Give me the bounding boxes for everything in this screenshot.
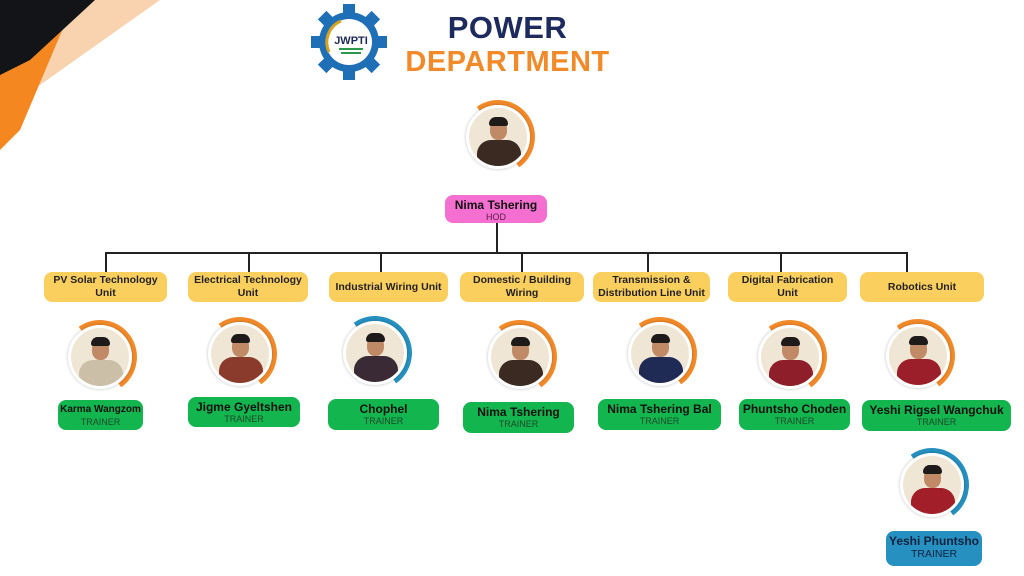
trainer-photo xyxy=(477,314,563,400)
connector-unit xyxy=(380,252,382,272)
portrait xyxy=(466,105,530,169)
portrait-hair xyxy=(651,334,670,343)
portrait-body xyxy=(354,356,398,382)
portrait xyxy=(628,322,692,386)
unit-box: Transmission & Distribution Line Unit xyxy=(593,272,710,302)
portrait xyxy=(900,453,964,517)
trainer-role: TRAINER xyxy=(774,416,815,426)
unit-box: Robotics Unit xyxy=(860,272,984,302)
unit-box: PV Solar Technology Unit xyxy=(44,272,167,302)
trainer-photo xyxy=(875,313,961,399)
trainer-photo xyxy=(889,442,975,528)
portrait-hair xyxy=(909,336,928,345)
trainer-photo xyxy=(332,310,418,396)
connector-unit xyxy=(647,252,649,272)
title-power: POWER xyxy=(447,10,568,45)
portrait xyxy=(68,325,132,389)
portrait-body xyxy=(639,357,683,383)
portrait-hair xyxy=(489,117,508,126)
portrait-body xyxy=(79,360,123,386)
trainer-name: Nima Tshering Bal xyxy=(607,402,712,416)
trainer-role: TRAINER xyxy=(80,417,121,427)
unit-box: Domestic / Building Wiring xyxy=(460,272,584,302)
portrait-body xyxy=(477,140,521,166)
trainer-name: Nima Tshering xyxy=(454,198,538,212)
portrait xyxy=(886,324,950,388)
trainer-photo xyxy=(617,311,703,397)
portrait-hair xyxy=(91,337,110,346)
portrait xyxy=(758,325,822,389)
connector-unit xyxy=(105,252,107,272)
portrait-body xyxy=(911,488,955,514)
unit-box: Electrical Technology Unit xyxy=(188,272,308,302)
trainer-name: Yeshi Phuntsho xyxy=(888,534,979,548)
connector-unit xyxy=(780,252,782,272)
portrait-hair xyxy=(231,334,250,343)
portrait xyxy=(208,322,272,386)
portrait-body xyxy=(897,359,941,385)
trainer-name: Karma Wangzom xyxy=(60,404,141,415)
trainer-role: TRAINER xyxy=(916,417,957,427)
trainer-photo xyxy=(57,314,143,400)
trainer-name: Jigme Gyeltshen xyxy=(195,400,293,414)
portrait-hair xyxy=(781,337,800,346)
connector-unit xyxy=(248,252,250,272)
trainer-role: HOD xyxy=(486,212,506,222)
trainer-photo xyxy=(197,311,283,397)
connector-unit xyxy=(906,252,908,272)
connector-horizontal xyxy=(105,252,907,254)
trainer-role: TRAINER xyxy=(910,548,958,560)
portrait xyxy=(488,325,552,389)
jwpti-logo: JWPTI xyxy=(311,4,387,80)
trainer-name: Yeshi Rigsel Wangchuk xyxy=(869,403,1004,417)
portrait-body xyxy=(219,357,263,383)
portrait-hair xyxy=(923,465,942,474)
portrait-body xyxy=(769,360,813,386)
trainer-name: Phuntsho Choden xyxy=(742,402,847,416)
trainer-role: TRAINER xyxy=(498,419,539,429)
logo-text: JWPTI xyxy=(334,35,368,47)
trainer-photo xyxy=(747,314,833,400)
unit-box: Digital Fabrication Unit xyxy=(728,272,847,302)
title-department: DEPARTMENT xyxy=(405,46,610,78)
trainer-role: TRAINER xyxy=(639,416,680,426)
trainer-name: Nima Tshering xyxy=(477,405,560,419)
hod-photo xyxy=(455,94,541,180)
connector-hod xyxy=(496,223,498,253)
unit-box: Industrial Wiring Unit xyxy=(329,272,448,302)
portrait-body xyxy=(499,360,543,386)
trainer-role: TRAINER xyxy=(224,414,264,424)
corner-decoration xyxy=(0,0,160,150)
portrait-hair xyxy=(511,337,530,346)
connector-unit xyxy=(521,252,523,272)
portrait xyxy=(343,321,407,385)
trainer-role: TRAINER xyxy=(363,416,404,426)
portrait-hair xyxy=(366,333,385,342)
trainer-name: Chophel xyxy=(359,402,408,416)
